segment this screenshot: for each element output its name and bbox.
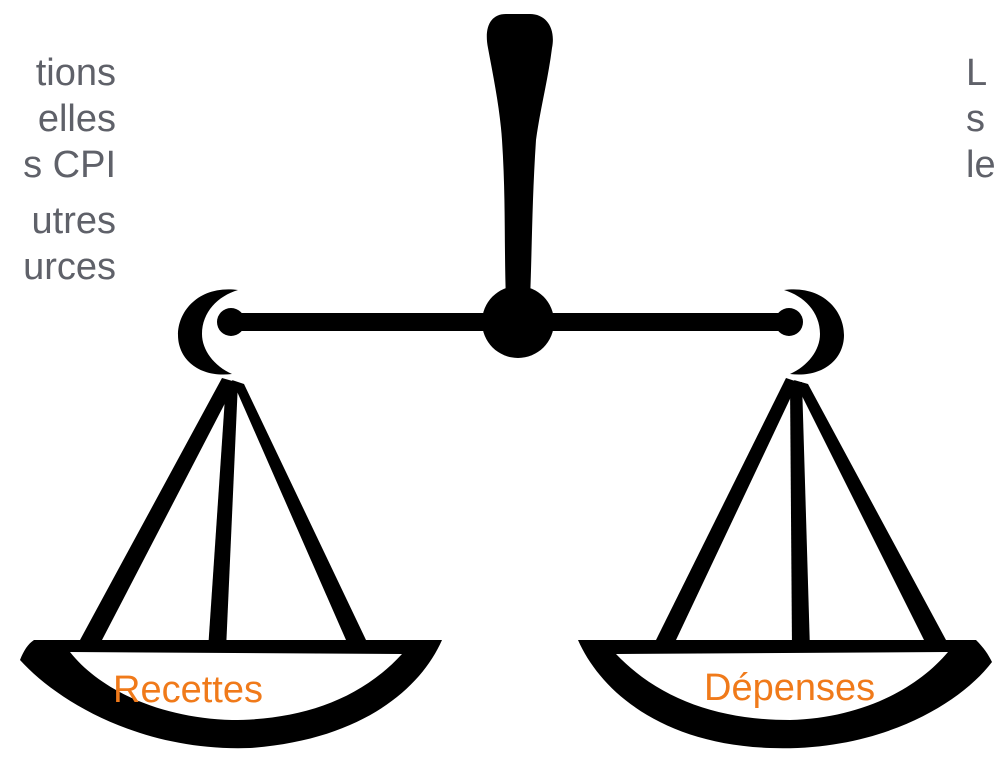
right-pan-strings — [656, 378, 946, 650]
pan-label-recettes: Recettes — [113, 670, 263, 710]
left-hook — [178, 289, 245, 374]
right-hook — [775, 289, 844, 374]
scale-column — [487, 14, 553, 300]
pan-label-depenses: Dépenses — [704, 668, 875, 708]
left-pan-strings — [80, 378, 366, 650]
scale-hub — [482, 286, 554, 358]
